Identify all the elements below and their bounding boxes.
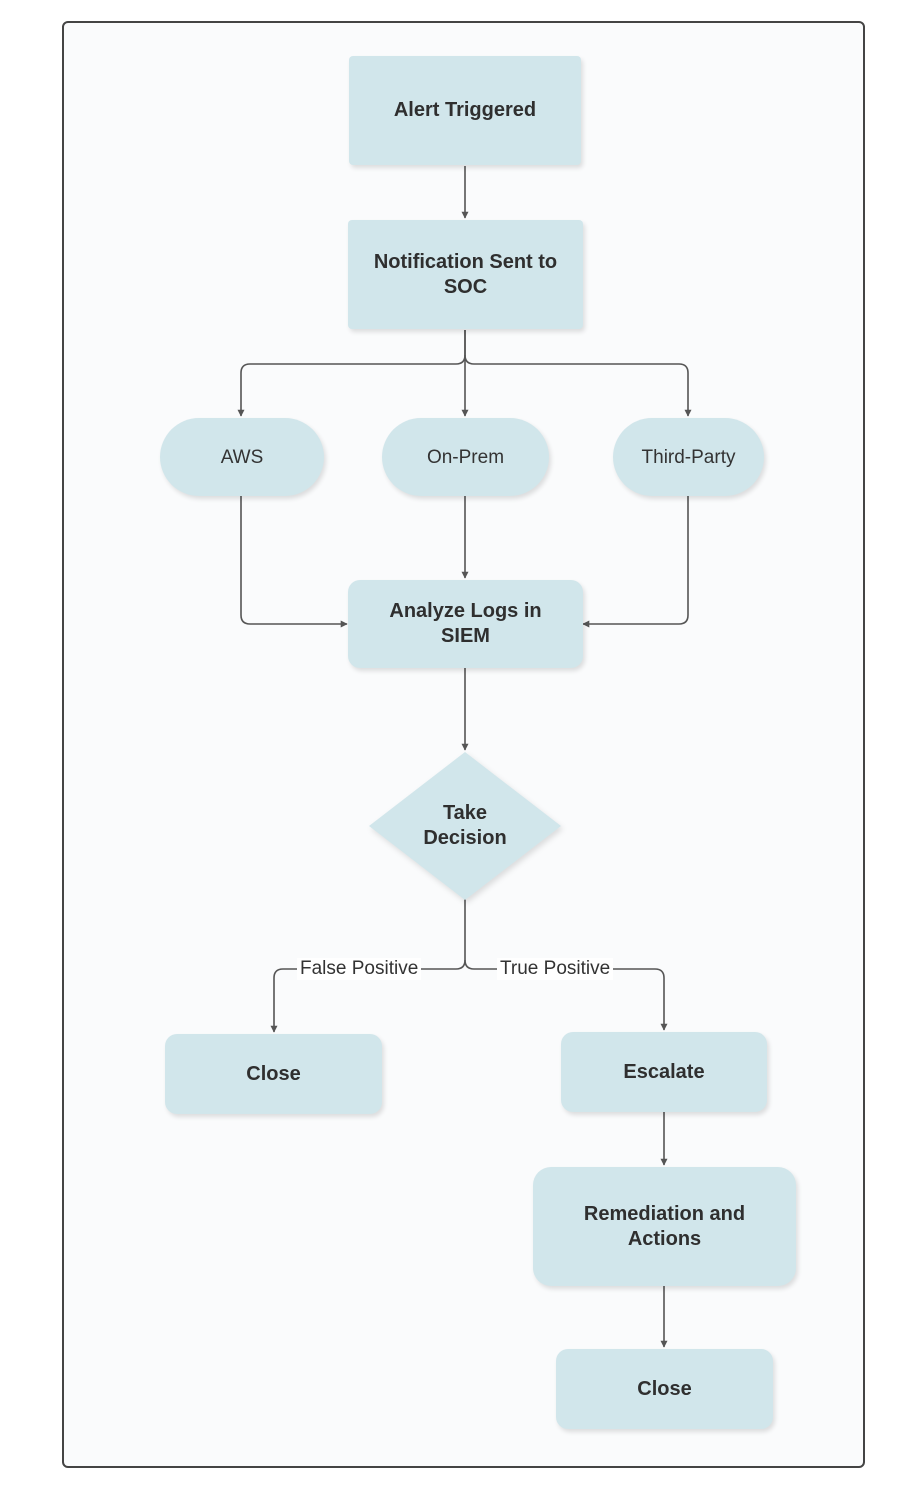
notification-sent-node[interactable]: Notification Sent to SOC [348, 220, 583, 329]
on-prem-node[interactable]: On-Prem [382, 418, 549, 496]
close-false-positive-node[interactable]: Close [165, 1034, 382, 1114]
analyze-logs-node[interactable]: Analyze Logs in SIEM [348, 580, 583, 668]
edge-notification-to-aws [237, 330, 466, 417]
false-positive-edge-label: False Positive [297, 958, 422, 980]
true-positive-edge-label: True Positive [497, 958, 614, 980]
edge-decision-to-escalate [464, 959, 668, 1031]
take-decision-diamond[interactable] [369, 752, 561, 900]
escalate-node[interactable]: Escalate [561, 1032, 767, 1112]
take-decision-label: Take Decision [423, 802, 507, 849]
edge-aws-to-analyze [240, 496, 348, 628]
remediation-node[interactable]: Remediation and Actions [533, 1167, 796, 1286]
alert-triggered-node[interactable]: Alert Triggered [349, 56, 581, 165]
edge-notification-to-thirdparty [464, 354, 692, 417]
edge-thirdparty-to-analyze [582, 496, 689, 628]
aws-node[interactable]: AWS [160, 418, 324, 496]
close-true-positive-node[interactable]: Close [556, 1349, 773, 1429]
third-party-node[interactable]: Third-Party [613, 418, 764, 496]
